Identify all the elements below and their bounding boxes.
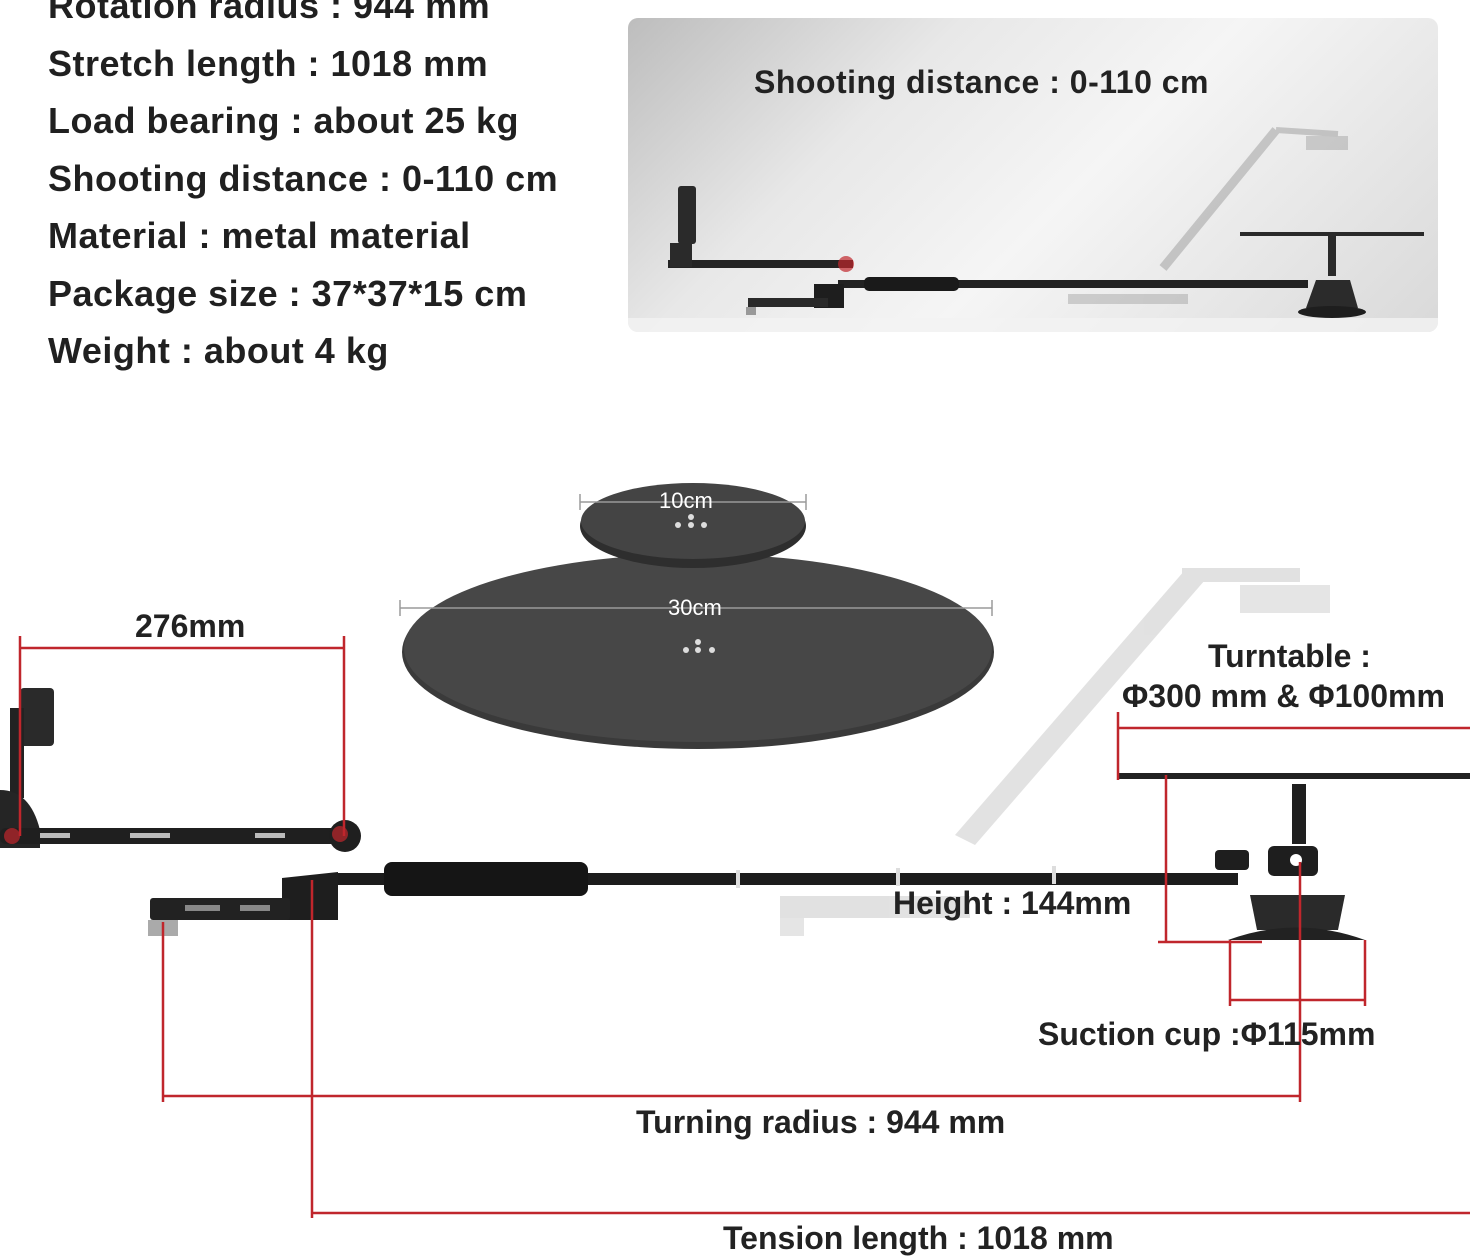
turntable-plate bbox=[1240, 232, 1424, 236]
tension-length-label: Tension length : 1018 mm bbox=[723, 1220, 1114, 1256]
spec-rotation-radius: Rotation radius : 944 mm bbox=[48, 0, 491, 26]
spec-shooting-distance: Shooting distance : 0-110 cm bbox=[48, 158, 559, 199]
turntable-title-label: Turntable : bbox=[1208, 638, 1371, 674]
dimension-lines bbox=[18, 636, 1470, 1218]
panel-title: Shooting distance : 0-110 cm bbox=[754, 64, 1209, 100]
spec-load-bearing: Load bearing : about 25 kg bbox=[48, 100, 520, 141]
height-label: Height : 144mm bbox=[893, 885, 1132, 921]
small-disc-label: 10cm bbox=[659, 488, 713, 513]
ghost-arm bbox=[1068, 127, 1348, 304]
large-disc-label: 30cm bbox=[668, 595, 722, 620]
spec-weight: Weight : about 4 kg bbox=[48, 330, 389, 371]
spec-package-size: Package size : 37*37*15 cm bbox=[48, 273, 528, 314]
main-rod bbox=[838, 280, 1308, 288]
large-turntable-disc bbox=[399, 554, 994, 749]
telescopic-rod bbox=[338, 862, 1238, 896]
phone-holder-arm bbox=[0, 688, 361, 936]
product-photo-panel: Shooting distance : 0-110 cm bbox=[628, 18, 1438, 332]
turntable-sizes-label: Φ300 mm & Φ100mm bbox=[1122, 678, 1445, 714]
spec-stretch-length: Stretch length : 1018 mm bbox=[48, 43, 489, 84]
suction-cup-label: Suction cup :Φ115mm bbox=[1038, 1016, 1376, 1052]
product-photo-illustration bbox=[628, 127, 1438, 332]
spec-material: Material : metal material bbox=[48, 215, 471, 256]
ghost-raised-arm bbox=[780, 568, 1330, 936]
small-turntable-disc bbox=[579, 483, 807, 568]
arm-width-label: 276mm bbox=[135, 608, 246, 644]
turntable-base bbox=[1118, 773, 1470, 940]
turning-radius-label: Turning radius : 944 mm bbox=[636, 1104, 1006, 1140]
